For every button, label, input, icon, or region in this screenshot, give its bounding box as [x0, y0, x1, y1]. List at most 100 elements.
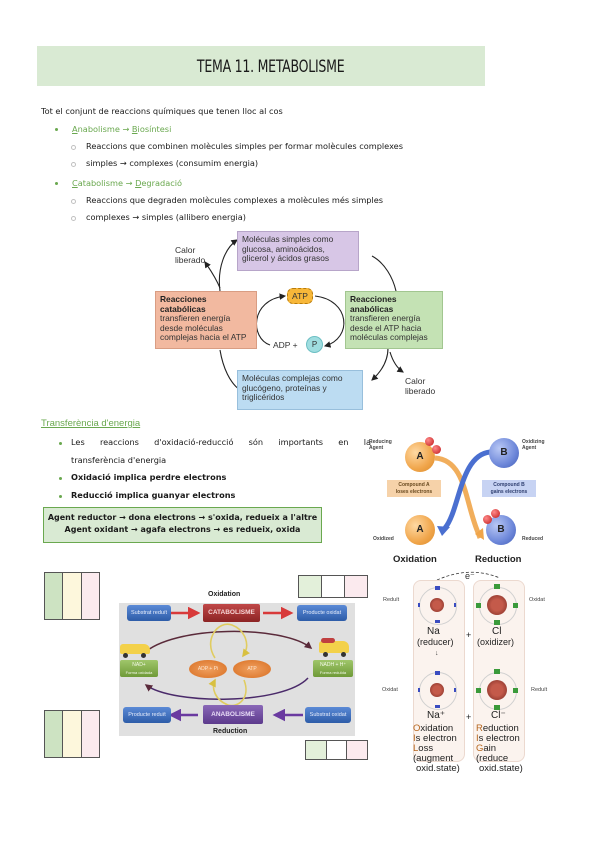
oxidizing-agent-line: Agent oxidant → agafa electrons → es red… [64, 525, 301, 534]
box-title: Reacciones [160, 294, 207, 304]
rig-line: Is electron [476, 734, 523, 744]
chlorine-symbol: Cl [492, 626, 502, 637]
box-line: desde el ATP hacia [350, 322, 422, 333]
electron-dot [494, 669, 500, 674]
electron-dot [494, 584, 500, 589]
label-line: Compound A [398, 482, 430, 488]
oxidation-reduction-metabolism-diagram: Oxidation Reduction Substrat reduït CATA… [43, 570, 368, 760]
word: són [248, 437, 264, 447]
mnemonic-rest: oss [418, 743, 434, 754]
electron-path [436, 571, 501, 581]
box-line: NAD+ [132, 662, 146, 668]
sodium-role: (reducer) [417, 637, 454, 647]
electron-dot [476, 603, 481, 608]
electron-dot [435, 586, 440, 590]
electron-dot [476, 688, 481, 693]
electron-dot [513, 603, 518, 608]
thumbnail-panel [63, 573, 82, 619]
electrons-cargo-icon [321, 638, 335, 643]
rig-mnemonic: Reduction Is electron Gain (reduce oxid.… [476, 724, 523, 774]
oxidizing-agent-label: Oxidizing Agent [522, 439, 545, 451]
box-line: NADH + H⁺ [319, 662, 347, 668]
label-line: Compound B [493, 482, 525, 488]
rig-note: oxid.state) [479, 763, 523, 774]
intro-sentence: Tot el conjunt de reaccions químiques qu… [41, 106, 283, 116]
letter: A [72, 124, 78, 134]
chloride-ion-symbol: Cl⁻ [491, 710, 506, 721]
box-line: transfieren energía [350, 313, 421, 324]
agents-summary-box: Agent reductor → dona electrons → s'oxid… [43, 507, 322, 543]
chlorine-nucleus [487, 595, 507, 615]
oil-note: (augment [413, 753, 454, 764]
nad-oxidized-box: NAD+ Forma oxidada [120, 660, 158, 677]
chlorine-role: (oxidizer) [477, 637, 515, 647]
label-line: Agent [522, 444, 537, 451]
sub-bullet-icon [71, 199, 76, 204]
energy-transfer-heading: Transferència d'energia [41, 418, 141, 429]
sodium-nucleus [430, 598, 444, 612]
reduction-title: Reduction [213, 728, 248, 735]
oxidation-definition: Oxidació implica perdre electrons [71, 472, 227, 482]
sodium-ion-symbol: Na⁺ [427, 710, 446, 721]
chloride-ion-nucleus [487, 680, 507, 700]
electron-icon [483, 515, 492, 524]
box-line: glucosa, aminoácidos, [242, 243, 325, 254]
arrow-a-to-b [434, 455, 483, 539]
taxi-empty-icon [120, 644, 150, 654]
thumbnail-panel [347, 741, 368, 759]
electron-dot [435, 671, 440, 675]
enzyme-thumbnail-top-right [298, 575, 368, 598]
electron-dot [435, 620, 440, 623]
rig-line: Gain [476, 744, 523, 754]
mnemonic-rest: xidation [420, 723, 454, 734]
reduced-b-label: B [497, 524, 505, 535]
enzyme-thumbnail-bottom-right [305, 740, 368, 760]
electron-dot [418, 688, 420, 692]
electron-dot [494, 705, 500, 710]
sodium-symbol: Na [427, 626, 440, 637]
bullet-icon [59, 495, 62, 498]
oxidation-title: Oxidation [208, 591, 241, 598]
catabolisme-summary: complexes → simples (allibero energia) [86, 212, 246, 222]
mnemonic-rest: s electron [415, 733, 457, 744]
box-line: glucógeno, proteínas y [242, 382, 327, 393]
bullet-icon [55, 182, 58, 185]
thumbnail-panel [45, 573, 64, 619]
arrow-adp-to-atp [256, 293, 287, 346]
electron-transfer-arrow [436, 571, 501, 581]
thumbnail-panel [299, 576, 322, 597]
letter: D [135, 178, 142, 188]
word: Les [71, 437, 85, 447]
adp-pi-oval: ADP + Pi [189, 660, 227, 678]
thumbnail-panel [306, 741, 327, 759]
mnemonic-letter: I [413, 733, 416, 744]
compound-b-label: B [500, 447, 508, 458]
oxidation-caption: Oxidation [393, 554, 437, 565]
arrow-adp-to-atp [209, 623, 250, 659]
atp-oval: ATP [233, 660, 271, 678]
label-line: Oxidizing [522, 439, 545, 445]
atp-badge: ATP [287, 288, 313, 304]
metabolism-cycle-diagram: Moléculas simples como glucosa, aminoáci… [145, 228, 450, 410]
arrow-heat-right [389, 351, 404, 373]
compound-b-gains-electrons: Compound B gains electrons [482, 480, 536, 497]
catabolic-reactions-box: Reacciones catabólicas transfieren energ… [155, 291, 257, 349]
catabolisme-heading: Catabolisme → Degradació [72, 178, 182, 188]
thumbnail-panel [326, 741, 348, 759]
nacl-redox-diagram: e⁻ Reduït Oxidat Na (reducer) + Cl (oxid… [375, 570, 565, 795]
mnemonic-rest: eduction [482, 723, 519, 734]
box-line: complejas hacia el ATP [160, 332, 247, 343]
thumbnail-panel [81, 711, 99, 757]
thumbnail-panel [81, 573, 99, 619]
label-line: gains electrons [490, 488, 528, 495]
compound-a-loses-electrons: Compound A loses electrons [387, 480, 441, 497]
electron-label: e⁻ [465, 571, 475, 581]
wheel-icon [323, 652, 328, 657]
simple-molecules-box: Moléculas simples como glucosa, aminoáci… [237, 231, 359, 271]
box-line: moléculas complejas [350, 332, 428, 343]
electron-dot [494, 620, 500, 625]
sodium-ion-nucleus [430, 683, 444, 697]
arrow-nadh-to-nad [144, 677, 309, 700]
arrow-right-to-bottom [371, 347, 389, 381]
box-title: anabólicas [350, 303, 394, 314]
